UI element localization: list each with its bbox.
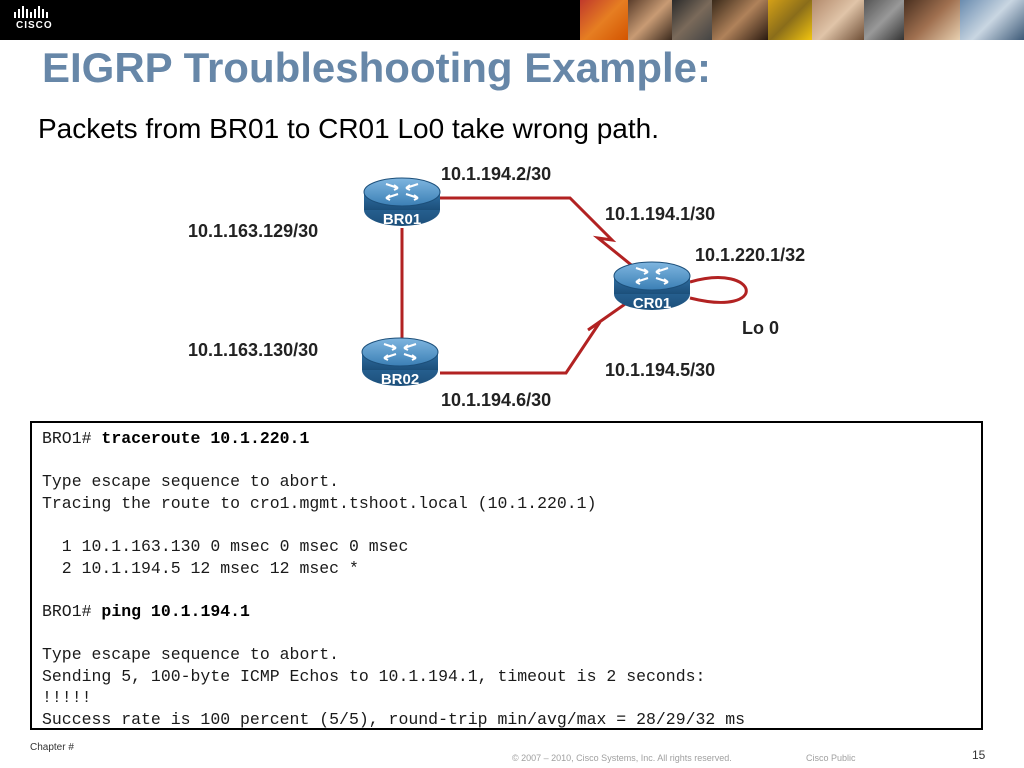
footer-chapter: Chapter #	[30, 742, 74, 753]
header-photo	[580, 0, 628, 40]
console-line: Tracing the route to cro1.mgmt.tshoot.lo…	[42, 493, 597, 513]
console-line: !!!!!	[42, 688, 92, 708]
router-br02-label: BR02	[381, 371, 419, 388]
console-prompt: BRO1#	[42, 601, 102, 621]
cisco-logo-text: CISCO	[16, 20, 53, 31]
cisco-logo-icon	[14, 6, 48, 18]
footer-copyright: © 2007 – 2010, Cisco Systems, Inc. All r…	[512, 753, 732, 763]
page-title: EIGRP Troubleshooting Example:	[42, 44, 711, 91]
ip-label-cr01-serial-bottom: 10.1.194.5/30	[605, 360, 715, 380]
header-photo	[812, 0, 864, 40]
ip-label-cr01-loopback: 10.1.220.1/32	[695, 245, 805, 265]
header-photo	[864, 0, 904, 40]
console-line: Sending 5, 100-byte ICMP Echos to 10.1.1…	[42, 666, 706, 686]
console-command: traceroute 10.1.220.1	[101, 429, 310, 448]
header-photo	[672, 0, 712, 40]
link-br01-cr01-serial	[440, 196, 641, 274]
router-br02[interactable]: BR02	[361, 337, 439, 388]
router-br01-label: BR01	[383, 211, 421, 228]
router-cr01[interactable]: CR01	[613, 261, 691, 312]
header-photo	[628, 0, 672, 40]
ip-label-br01-serial: 10.1.194.2/30	[441, 164, 551, 184]
console-line	[42, 450, 981, 472]
console-line: 2 10.1.194.5 12 msec 12 msec *	[42, 558, 359, 578]
console-line: BRO1# traceroute 10.1.220.1	[42, 428, 981, 450]
ip-label-br01-lan: 10.1.163.129/30	[188, 221, 318, 241]
console-line: Success rate is 100 percent (5/5), round…	[42, 709, 746, 729]
router-br01[interactable]: BR01	[363, 177, 441, 228]
page-subtitle: Packets from BR01 to CR01 Lo0 take wrong…	[38, 113, 659, 144]
console-line: Type escape sequence to abort.	[42, 472, 340, 492]
console-command: ping 10.1.194.1	[101, 601, 250, 621]
header-photo	[960, 0, 1024, 40]
header-photo	[768, 0, 812, 40]
console-line	[42, 514, 981, 536]
header-photo	[712, 0, 768, 40]
loopback-label: Lo 0	[742, 318, 779, 338]
ip-label-br02-lan: 10.1.163.130/30	[188, 340, 318, 360]
page-number: 15	[972, 748, 986, 762]
link-br02-cr01-serial	[440, 300, 629, 375]
header-photo	[904, 0, 960, 40]
console-prompt: BRO1#	[42, 429, 102, 448]
footer-classification: Cisco Public	[806, 753, 856, 763]
header-bar: CISCO	[0, 0, 1024, 40]
network-topology-diagram: BR01 BR02 CR01 10.1.194.2/30 10.1.194.1/…	[188, 164, 805, 410]
loopback-arc	[689, 276, 748, 304]
ip-label-cr01-serial-top: 10.1.194.1/30	[605, 204, 715, 224]
console-line: Type escape sequence to abort.	[42, 644, 340, 664]
router-cr01-label: CR01	[633, 295, 671, 312]
console-line	[42, 622, 981, 644]
console-line: 1 10.1.163.130 0 msec 0 msec 0 msec	[42, 536, 409, 556]
console-line	[42, 579, 981, 601]
ip-label-br02-serial: 10.1.194.6/30	[441, 390, 551, 410]
console-line: BRO1# ping 10.1.194.1	[42, 601, 981, 623]
